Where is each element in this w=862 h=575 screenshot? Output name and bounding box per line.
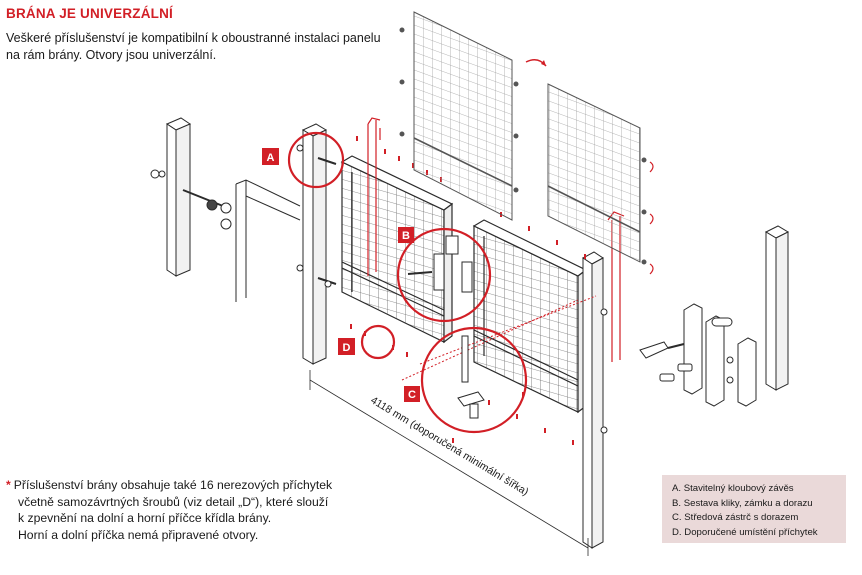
dimension-label: 4118 mm (doporučená minimální šířka) — [368, 394, 530, 498]
red-drop-bar-left — [367, 117, 381, 276]
dimension-line — [309, 370, 589, 556]
detail-circle-b — [396, 227, 492, 323]
note-line-4: Horní a dolní příčka nemá připravené otv… — [18, 527, 259, 542]
intro-text: Veškeré příslušenství je kompatibilní k … — [6, 31, 381, 62]
mesh-panel-1 — [399, 11, 519, 221]
svg-text:B: B — [402, 230, 410, 242]
detail-label-b: B — [398, 227, 414, 243]
detail-label-a: A — [262, 148, 279, 165]
detail-circle-a — [287, 131, 345, 189]
right-gate-post — [582, 251, 608, 549]
legend-item-c: C. Středová zástrč s dorazem — [672, 512, 799, 523]
svg-text:C: C — [408, 389, 416, 401]
accessory-note: *Příslušenství brány obsahuje také 16 ne… — [6, 477, 376, 543]
flip-arrow-icons — [649, 161, 654, 275]
detail-label-c: C — [404, 386, 420, 402]
red-dashed-leader — [401, 295, 597, 381]
note-line-3: k zpevnění na dolní a horní příčce křídl… — [18, 511, 272, 525]
legend-item-a: A. Stavitelný kloubový závěs — [672, 483, 794, 494]
detail-circle-c — [420, 326, 528, 434]
detail-c-bolt — [457, 335, 485, 419]
svg-text:D: D — [343, 342, 351, 354]
legend-item-b: B. Sestava kliky, zámku a dorazu — [672, 497, 813, 509]
lock-and-handle-set — [639, 303, 734, 407]
detail-label-d: D — [338, 338, 355, 355]
legend-box: A. Stavitelný kloubový závěs B. Sestava … — [662, 475, 846, 543]
left-gate-post — [296, 123, 337, 365]
left-post-far — [150, 117, 229, 277]
mesh-panel-2 — [547, 83, 647, 265]
gate-stop-bracket — [737, 337, 757, 407]
frame-fragment — [220, 179, 301, 302]
note-asterisk: * — [6, 478, 11, 492]
page-title: BRÁNA JE UNIVERZÁLNÍ — [6, 6, 174, 21]
rotate-arrowhead-icon — [541, 60, 546, 66]
right-gate-leaf — [472, 219, 588, 414]
note-line-2: včetně samozávrtných šroubů (viz detail … — [18, 494, 329, 509]
right-post-far — [764, 225, 790, 391]
note-line-1: *Příslušenství brány obsahuje také 16 ne… — [6, 478, 333, 492]
detail-b-lock — [407, 235, 473, 293]
detail-circle-d — [360, 324, 396, 360]
left-gate-leaf — [340, 155, 454, 344]
legend-item-d: D. Doporučené umístění příchytek — [672, 526, 818, 538]
svg-text:A: A — [267, 152, 275, 164]
